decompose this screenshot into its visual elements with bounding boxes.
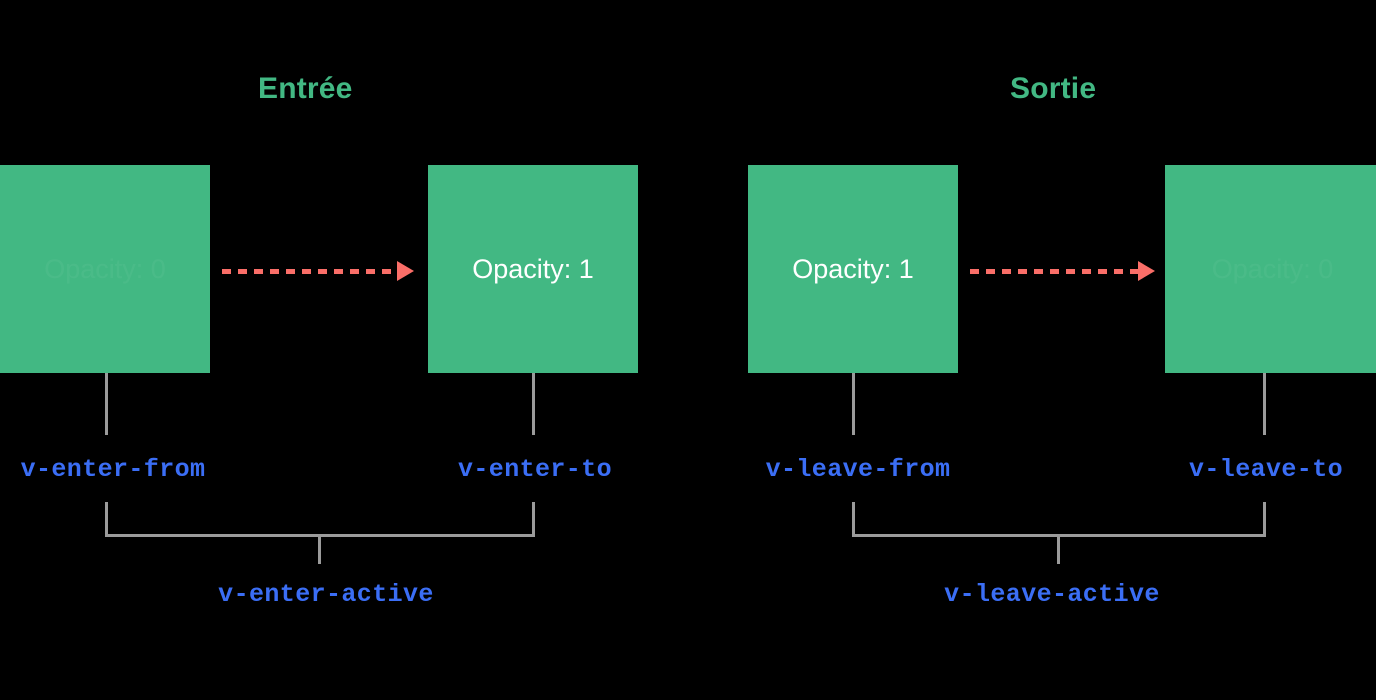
state-box-enter-from: Opacity: 0 bbox=[0, 165, 210, 373]
arrow-head bbox=[1138, 261, 1155, 281]
arrow-head bbox=[397, 261, 414, 281]
dashed-arrow-right-icon bbox=[222, 261, 414, 281]
class-label-v-enter-to: v-enter-to bbox=[457, 455, 613, 484]
class-label-v-leave-to: v-leave-to bbox=[1188, 455, 1344, 484]
state-box-opacity-label: Opacity: 1 bbox=[472, 253, 594, 284]
connector-tick-enter-to bbox=[532, 373, 535, 435]
bracket-stem-center-leave bbox=[1057, 534, 1060, 564]
connector-tick-leave-to bbox=[1263, 373, 1266, 435]
bracket-stem-center-enter bbox=[318, 534, 321, 564]
class-label-v-leave-from: v-leave-from bbox=[765, 455, 951, 484]
state-box-opacity-label: Opacity: 0 bbox=[1212, 254, 1334, 285]
dashed-arrow-right-icon bbox=[970, 261, 1155, 281]
arrow-shaft bbox=[970, 269, 1139, 274]
class-label-v-enter-from: v-enter-from bbox=[20, 455, 206, 484]
state-box-leave-from: Opacity: 1 bbox=[748, 165, 958, 373]
section-heading-leave: Sortie bbox=[1010, 72, 1097, 105]
section-heading-enter: Entrée bbox=[258, 72, 353, 105]
connector-tick-leave-from bbox=[852, 373, 855, 435]
class-label-v-leave-active: v-leave-active bbox=[944, 580, 1160, 609]
arrow-shaft bbox=[222, 269, 398, 274]
bracket-stem-right-enter bbox=[532, 502, 535, 536]
state-box-enter-to: Opacity: 1 bbox=[428, 165, 638, 373]
connector-tick-enter-from bbox=[105, 373, 108, 435]
state-box-opacity-label: Opacity: 1 bbox=[792, 253, 914, 284]
bracket-stem-left-enter bbox=[105, 502, 108, 536]
class-label-v-enter-active: v-enter-active bbox=[218, 580, 434, 609]
state-box-leave-to: Opacity: 0 bbox=[1165, 165, 1376, 373]
state-box-opacity-label: Opacity: 0 bbox=[44, 254, 166, 285]
bracket-stem-right-leave bbox=[1263, 502, 1266, 536]
bracket-stem-left-leave bbox=[852, 502, 855, 536]
